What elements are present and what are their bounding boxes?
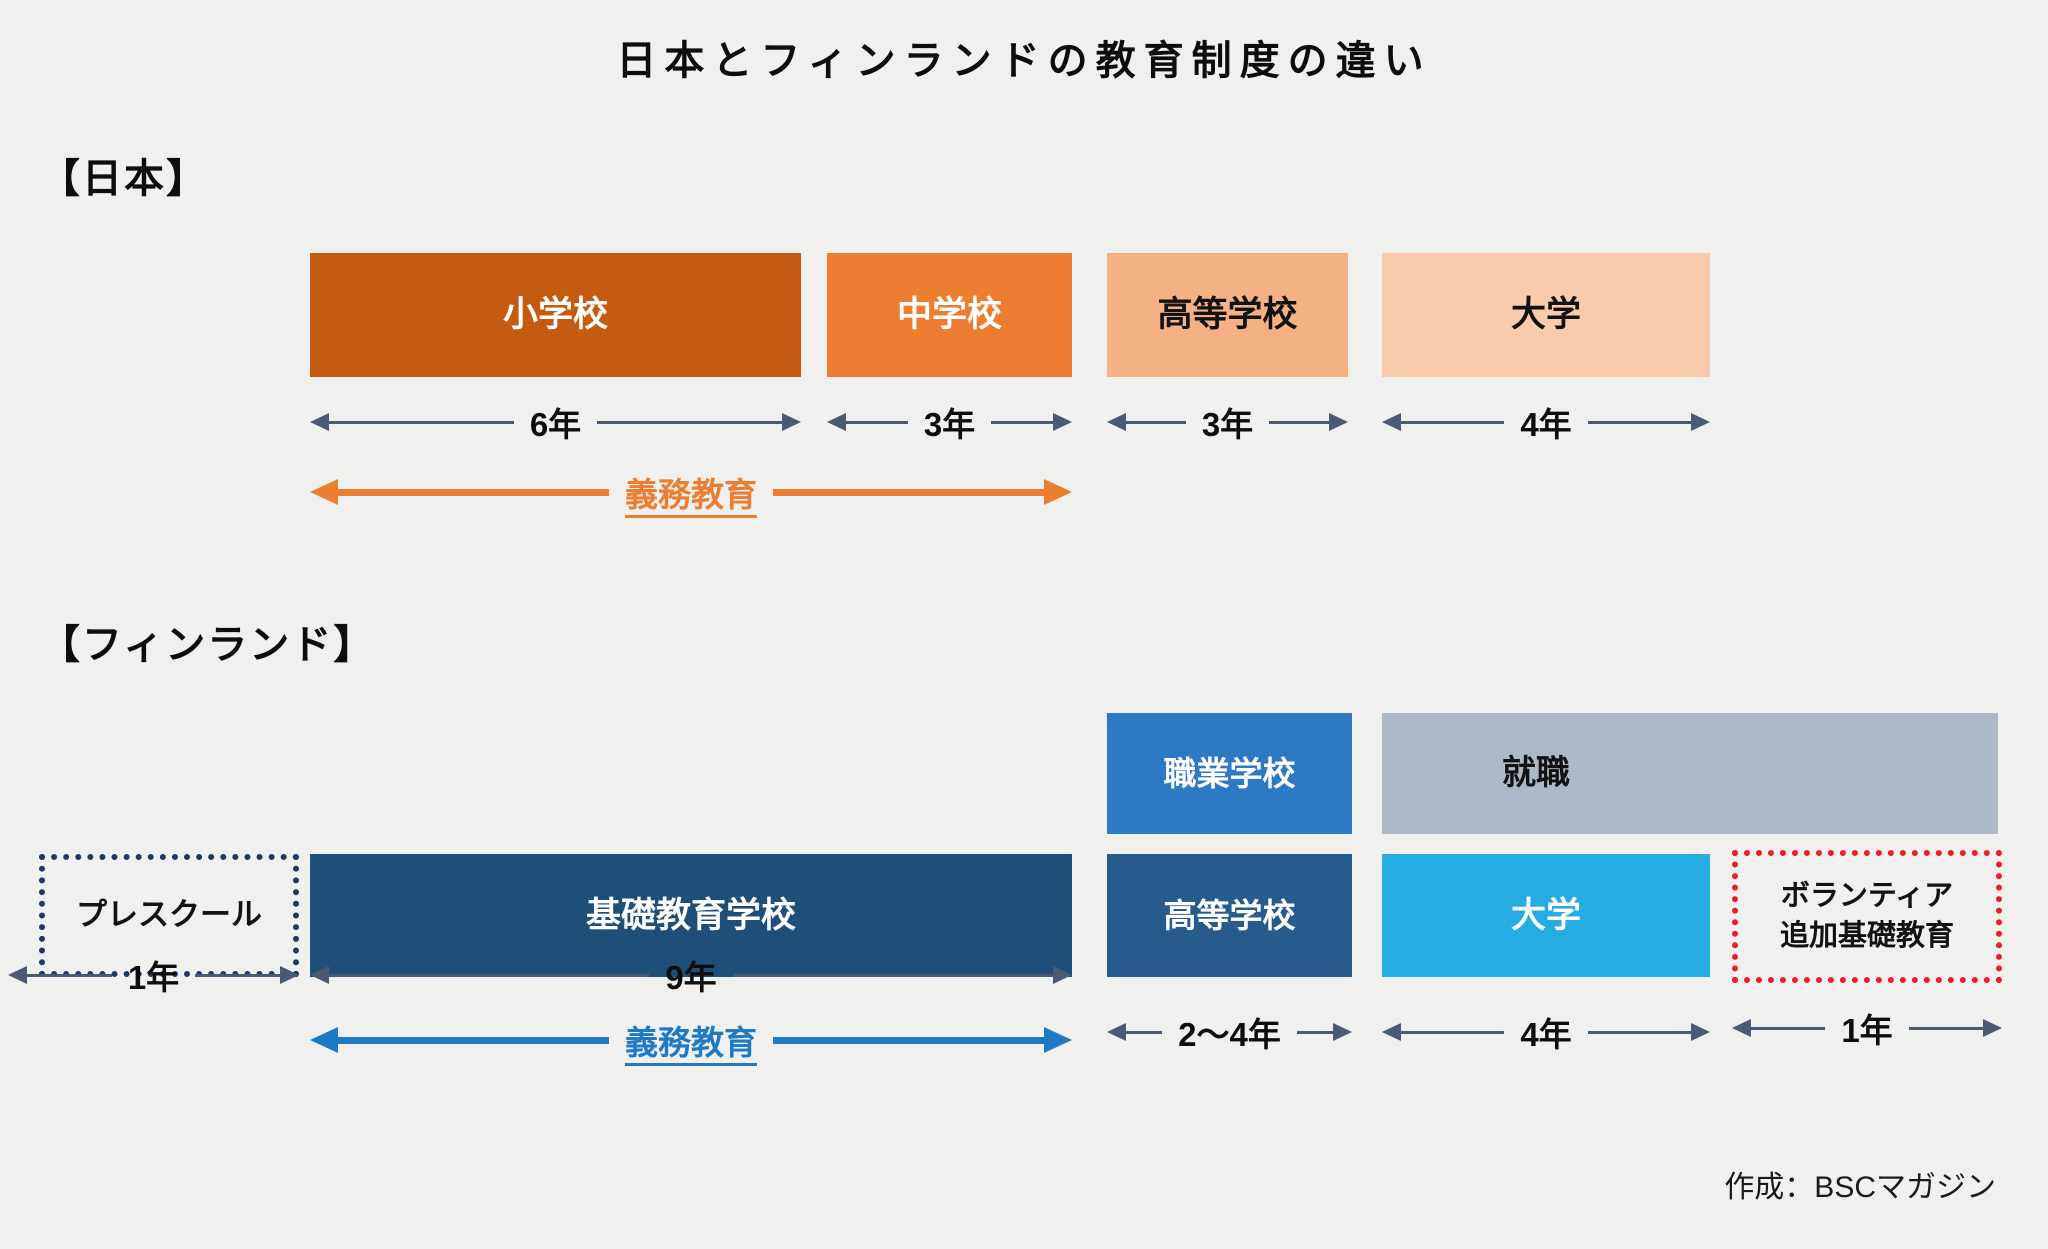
- arrow-line: [1296, 1030, 1333, 1034]
- duration-label: 2〜4年: [1178, 1016, 1281, 1053]
- finland-preschool-box: プレスクール: [39, 854, 299, 977]
- arrow-left-icon: [827, 413, 846, 431]
- arrow-right-icon: [1983, 1019, 2003, 1037]
- arrow-line: [1587, 1030, 1692, 1034]
- arrow-left-icon: [310, 479, 338, 505]
- arrow-line: [329, 420, 514, 424]
- finland-university-box: 大学: [1382, 854, 1710, 977]
- finland-preschool-duration-arrow: 1年: [8, 953, 300, 997]
- arrow-right-icon: [1691, 1023, 1711, 1041]
- finland-voluntary-label: ボランティア 追加基礎教育: [1780, 877, 1954, 955]
- arrow-left-icon: [310, 1027, 338, 1053]
- finland-compulsory-education-arrow: 義務教育: [310, 1014, 1072, 1066]
- arrow-right-icon: [1053, 413, 1073, 431]
- finland-preschool-label: プレスクール: [76, 897, 262, 933]
- arrow-line: [597, 420, 783, 424]
- japan-high-school-duration-arrow: 3年: [1107, 400, 1349, 444]
- arrow-line: [773, 1036, 1044, 1044]
- arrow-line: [1587, 420, 1692, 424]
- duration-label: 6年: [529, 406, 582, 443]
- japan-elementary-duration-arrow: 6年: [310, 400, 802, 444]
- arrow-right-icon: [280, 966, 300, 984]
- arrow-left-icon: [8, 966, 27, 984]
- arrow-right-icon: [1044, 479, 1072, 505]
- japan-university-label: 大学: [1510, 295, 1581, 335]
- arrow-line: [732, 973, 1054, 977]
- arrow-line: [1401, 420, 1505, 424]
- arrow-line: [1908, 1026, 1984, 1030]
- arrow-line: [329, 973, 650, 977]
- japan-compulsory-education-arrow: 義務教育: [310, 466, 1072, 518]
- arrow-left-icon: [1382, 1023, 1401, 1041]
- arrow-left-icon: [310, 413, 329, 431]
- arrow-line: [1751, 1026, 1826, 1030]
- japan-section-heading: 【日本】: [40, 157, 208, 201]
- arrow-left-icon: [1107, 413, 1126, 431]
- finland-upper-secondary-box: 高等学校: [1107, 854, 1352, 977]
- japan-high-school-label: 高等学校: [1157, 295, 1298, 335]
- arrow-line: [1401, 1030, 1505, 1034]
- arrow-line: [773, 488, 1044, 496]
- finland-voluntary-label-line2: 追加基礎教育: [1779, 919, 1954, 952]
- finland-university-duration-arrow: 4年: [1382, 1010, 1711, 1054]
- duration-label: 1年: [1841, 1012, 1893, 1049]
- finland-voluntary-duration-arrow: 1年: [1732, 1006, 2003, 1050]
- duration-label: 4年: [1520, 406, 1572, 443]
- arrow-left-icon: [1382, 413, 1401, 431]
- duration-label: 3年: [923, 406, 976, 443]
- finland-basic-education-label: 基礎教育学校: [585, 895, 796, 935]
- finland-vocational-school-box: 職業学校: [1107, 713, 1352, 834]
- finland-employment-box: 就職: [1382, 713, 1998, 834]
- credit-text: 作成：BSCマガジン: [1724, 1171, 1996, 1204]
- japan-junior-high-label: 中学校: [896, 295, 1002, 335]
- duration-label: 3年: [1201, 406, 1254, 443]
- arrow-right-icon: [782, 413, 802, 431]
- arrow-line: [1126, 1030, 1163, 1034]
- japan-elementary-school-box: 小学校: [310, 253, 801, 377]
- finland-section-heading: 【フィンランド】: [40, 623, 376, 667]
- japan-junior-high-duration-arrow: 3年: [827, 400, 1073, 444]
- arrow-line: [27, 973, 112, 977]
- finland-basic-education-box: 基礎教育学校: [310, 854, 1072, 977]
- arrow-line: [1126, 420, 1186, 424]
- japan-compulsory-label: 義務教育: [625, 476, 757, 513]
- japan-junior-high-box: 中学校: [827, 253, 1072, 377]
- finland-compulsory-label: 義務教育: [625, 1024, 757, 1061]
- japan-university-duration-arrow: 4年: [1382, 400, 1711, 444]
- finland-upper-secondary-duration-arrow: 2〜4年: [1107, 1010, 1352, 1054]
- arrow-right-icon: [1333, 1023, 1352, 1041]
- arrow-line: [338, 488, 609, 496]
- duration-label: 9年: [665, 959, 717, 996]
- arrow-line: [991, 420, 1054, 424]
- page-title: 日本とフィンランドの教育制度の違い: [616, 39, 1432, 83]
- arrow-left-icon: [310, 966, 329, 984]
- finland-university-label: 大学: [1510, 895, 1581, 935]
- japan-university-box: 大学: [1382, 253, 1710, 377]
- finland-employment-label: 就職: [1502, 754, 1570, 793]
- finland-voluntary-education-box: ボランティア 追加基礎教育: [1732, 850, 2002, 983]
- arrow-line: [846, 420, 908, 424]
- arrow-line: [195, 973, 281, 977]
- arrow-line: [338, 1036, 609, 1044]
- arrow-left-icon: [1107, 1023, 1126, 1041]
- arrow-right-icon: [1053, 966, 1073, 984]
- arrow-right-icon: [1691, 413, 1711, 431]
- arrow-line: [1269, 420, 1330, 424]
- japan-high-school-box: 高等学校: [1107, 253, 1348, 377]
- arrow-left-icon: [1732, 1019, 1751, 1037]
- finland-upper-secondary-label: 高等学校: [1163, 896, 1296, 934]
- finland-voluntary-label-line1: ボランティア: [1780, 880, 1954, 913]
- finland-basic-education-duration-arrow: 9年: [310, 953, 1073, 997]
- finland-vocational-school-label: 職業学校: [1163, 754, 1296, 792]
- arrow-right-icon: [1329, 413, 1349, 431]
- duration-label: 4年: [1520, 1016, 1572, 1053]
- japan-elementary-school-label: 小学校: [502, 295, 608, 335]
- duration-label: 1年: [127, 959, 180, 996]
- arrow-right-icon: [1044, 1027, 1072, 1053]
